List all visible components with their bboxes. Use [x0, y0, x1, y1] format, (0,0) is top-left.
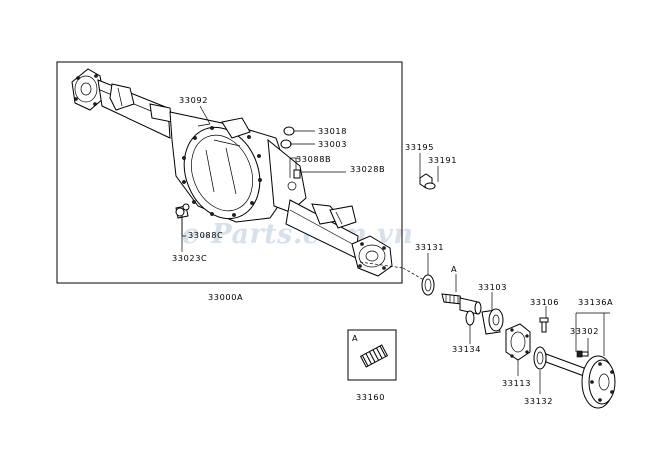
differential-opening	[183, 126, 261, 220]
label-33103: 33103	[478, 282, 507, 292]
label-33088c: 33088C	[188, 230, 223, 240]
part-33131-oil-seal[interactable]	[421, 253, 435, 296]
label-33028b: 33028B	[350, 164, 385, 174]
part-33003-plug[interactable]	[280, 139, 315, 149]
part-33160-bolt-kit[interactable]	[359, 344, 389, 368]
part-33088b-33028b-breather[interactable]	[289, 157, 346, 179]
cover-bolt-holes	[182, 125, 262, 217]
inset-33160-frame	[347, 329, 397, 381]
label-33302: 33302	[570, 326, 599, 336]
label-33132: 33132	[524, 396, 553, 406]
part-33136a-hub-flange[interactable]	[581, 313, 616, 409]
label-33088b: 33088B	[296, 154, 331, 164]
label-33131: 33131	[415, 242, 444, 252]
right-flange	[351, 235, 393, 277]
part-33103-bearing[interactable]	[481, 292, 504, 335]
label-33018: 33018	[318, 126, 347, 136]
label-33191: 33191	[428, 155, 457, 165]
part-33134-spacer[interactable]	[459, 297, 482, 344]
label-33023c: 33023C	[172, 253, 207, 263]
part-33132-retainer[interactable]	[533, 346, 547, 394]
label-33134: 33134	[452, 344, 481, 354]
label-33195: 33195	[405, 142, 434, 152]
part-33088c-33023c-drain[interactable]	[175, 203, 190, 252]
part-33302-hub-bolt[interactable]	[576, 338, 589, 358]
left-flange	[71, 68, 105, 111]
label-33003: 33003	[318, 139, 347, 149]
label-33000a: 33000A	[208, 292, 243, 302]
label-33113: 33113	[502, 378, 531, 388]
part-33106-bolt[interactable]	[539, 306, 549, 333]
label-33160: 33160	[356, 392, 385, 402]
label-33092: 33092	[179, 95, 208, 105]
axle-shaft[interactable]	[441, 274, 463, 305]
part-33018-plug[interactable]	[283, 126, 315, 136]
part-33113-bearing-case[interactable]	[505, 323, 531, 376]
label-33106: 33106	[530, 297, 559, 307]
label-inset-ref-a: A	[352, 333, 358, 343]
label-shaft-ref-a: A	[451, 264, 457, 274]
label-33136a: 33136A	[578, 297, 613, 307]
part-33191-washer[interactable]	[424, 166, 439, 190]
axle-housing-frame	[56, 61, 403, 284]
